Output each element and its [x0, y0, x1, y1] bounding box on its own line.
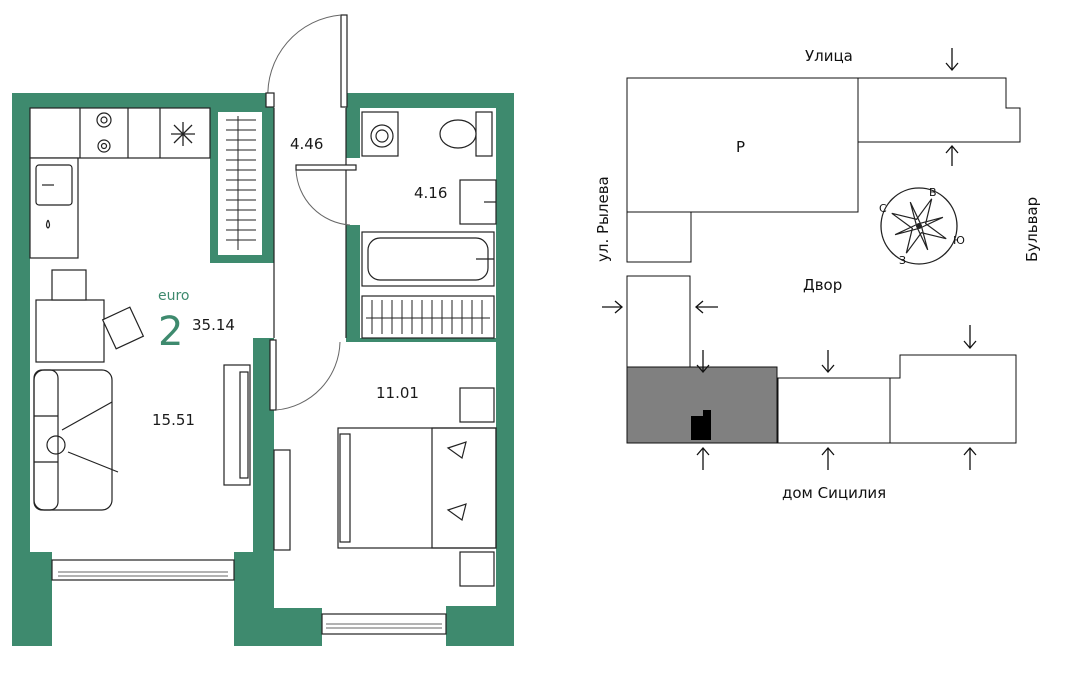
- street-right-label: Бульвар: [1023, 197, 1041, 262]
- arrow-icon: [963, 447, 977, 470]
- bedroom-radiator: [361, 295, 495, 339]
- bathtub: [361, 231, 495, 287]
- arrow-icon: [695, 300, 718, 314]
- dining-table: [35, 269, 145, 363]
- arrow-icon: [602, 300, 623, 314]
- kitchen-unit: [29, 107, 211, 259]
- street-top-label: Улица: [805, 47, 853, 65]
- bedroom-tv: [273, 449, 291, 551]
- street-left-label: ул. Рылева: [594, 176, 612, 262]
- small-left-block: [626, 211, 692, 263]
- room-area-bedroom: 11.01: [376, 384, 419, 402]
- apartment-type-label: euro: [158, 288, 190, 304]
- washbasin: [459, 179, 497, 225]
- arrow-icon: [963, 325, 977, 349]
- compass-west: З: [899, 254, 906, 267]
- apartment-rooms: 2: [158, 309, 183, 355]
- room-area-hall: 4.46: [290, 135, 323, 153]
- sofa: [33, 369, 119, 511]
- bed: [337, 387, 497, 587]
- toilet: [439, 111, 493, 157]
- compass-south: Ю: [953, 234, 965, 247]
- apartment-total-area: 35.14: [192, 316, 235, 334]
- washing-machine: [361, 111, 399, 157]
- partitions: [273, 108, 347, 338]
- arrow-icon: [696, 447, 710, 470]
- wardrobe-box: [218, 112, 262, 255]
- arrow-icon: [821, 447, 835, 470]
- apartment-plan: 4.46 4.16 15.51 11.01 euro 2 35.14: [12, 14, 514, 646]
- outer-walls: [12, 93, 514, 646]
- building-bottom-label: дом Сицилия: [782, 484, 886, 502]
- yard-label: Двор: [803, 276, 842, 294]
- site-plan: P Улица Двор дом Сицилия ул. Рылева Буль…: [594, 47, 1041, 502]
- compass-east: В: [929, 186, 937, 199]
- freezer-icon: [171, 122, 195, 146]
- compass-north: С: [879, 202, 887, 215]
- sicilia-block-right: [889, 354, 1017, 444]
- kitchen-door: [295, 164, 357, 226]
- parking-label: P: [736, 138, 745, 156]
- arrow-icon: [945, 145, 959, 166]
- bedroom-door: [269, 339, 341, 411]
- room-area-kitchen-living: 15.51: [152, 411, 195, 429]
- entrance-door: [265, 14, 348, 108]
- arrow-icon: [821, 350, 835, 373]
- hall-radiator: [226, 116, 256, 250]
- top-right-block: [857, 77, 1021, 143]
- entrance-arrows: [602, 48, 977, 470]
- arrow-icon: [696, 350, 710, 373]
- tv-unit: [223, 364, 251, 486]
- windows: [51, 559, 447, 635]
- kitchen-window: [51, 559, 235, 581]
- sicilia-block-middle: [777, 377, 891, 444]
- parking-block: [626, 77, 859, 213]
- arrow-icon: [945, 48, 959, 71]
- apartment-marker: [691, 410, 711, 440]
- room-area-bathroom: 4.16: [414, 184, 447, 202]
- compass-rose: С В Ю З: [879, 186, 965, 267]
